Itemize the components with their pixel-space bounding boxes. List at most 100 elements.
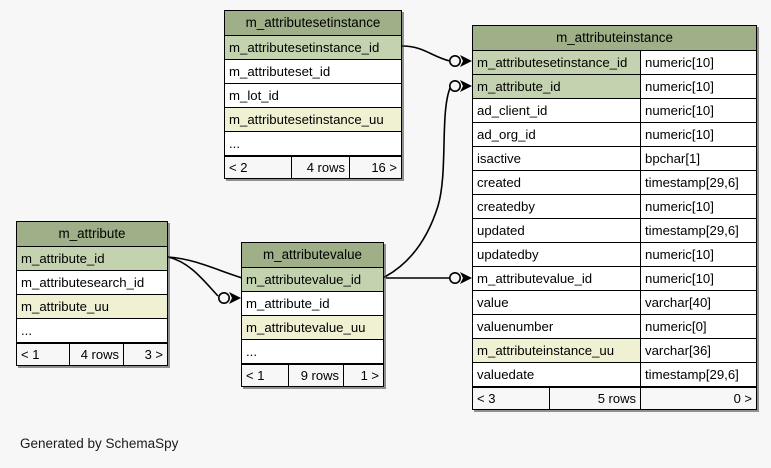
column-row[interactable]: updated timestamp[29,6] (473, 219, 756, 243)
optionality-circle (218, 291, 231, 304)
table-title: m_attributeinstance (473, 26, 756, 51)
column-name: m_attributesearch_id (21, 275, 145, 290)
table-footer: < 3 5 rows 0 > (473, 387, 756, 409)
table-m-attribute[interactable]: m_attribute m_attribute_id m_attributese… (16, 221, 168, 366)
footer-parents-count[interactable]: < 3 (477, 391, 496, 406)
table-footer: < 2 4 rows 16 > (225, 156, 401, 178)
crowsfoot-marker (460, 80, 472, 92)
column-row[interactable]: value varchar[40] (473, 291, 756, 315)
column-name: updated (477, 223, 525, 238)
column-row[interactable]: ad_client_id numeric[10] (473, 99, 756, 123)
column-row[interactable]: m_attributevalue_id numeric[10] (473, 267, 756, 291)
footer-parents-count[interactable]: < 1 (246, 368, 265, 383)
column-type: numeric[10] (640, 267, 756, 290)
column-name: m_attribute_id (246, 296, 330, 311)
column-name: m_attributesetinstance_id (473, 51, 640, 74)
crowsfoot-marker (460, 272, 472, 284)
column-row[interactable]: m_attributesetinstance_id (225, 36, 401, 60)
footer-children-count[interactable]: 16 > (349, 157, 401, 178)
footer-children-count[interactable]: 0 > (640, 388, 756, 409)
column-row[interactable]: m_attribute_id (17, 247, 167, 271)
column-row[interactable]: m_attributesetinstance_id numeric[10] (473, 51, 756, 75)
column-type: timestamp[29,6] (640, 219, 756, 242)
column-name: m_attributesetinstance_uu (225, 108, 401, 131)
column-name: m_attributeset_id (229, 64, 331, 79)
column-row[interactable]: m_attributeinstance_uu varchar[36] (473, 339, 756, 363)
edge-attribute-to-attributevalue (167, 256, 219, 297)
column-name: ... (246, 344, 257, 359)
column-type: numeric[10] (640, 195, 756, 218)
optionality-circle (448, 271, 461, 284)
column-name: m_attributesetinstance_id (225, 36, 401, 59)
table-footer: < 1 4 rows 3 > (17, 343, 167, 365)
column-type: varchar[40] (640, 291, 756, 314)
table-title: m_attribute (17, 222, 167, 247)
column-row[interactable]: created timestamp[29,6] (473, 171, 756, 195)
footer-row-count: 9 rows (288, 365, 343, 386)
column-type: timestamp[29,6] (640, 363, 756, 386)
footer-parents-count[interactable]: < 2 (229, 160, 248, 175)
column-name: isactive (477, 151, 521, 166)
column-row[interactable]: m_attribute_id numeric[10] (473, 75, 756, 99)
column-name: m_attributeinstance_uu (473, 339, 640, 362)
table-title: m_attributevalue (242, 243, 383, 268)
column-type: numeric[10] (640, 99, 756, 122)
column-row[interactable]: m_attributesearch_id (17, 271, 167, 295)
footer-row-count: 4 rows (291, 157, 349, 178)
table-m-attributesetinstance[interactable]: m_attributesetinstance m_attributesetins… (224, 10, 402, 179)
table-m-attributeinstance[interactable]: m_attributeinstance m_attributesetinstan… (472, 25, 757, 410)
column-name: m_attribute_uu (17, 295, 167, 318)
column-type: varchar[36] (640, 339, 756, 362)
column-name: ... (229, 136, 240, 151)
column-row-ellipsis: ... (225, 132, 401, 156)
column-row[interactable]: m_attributevalue_uu (242, 316, 383, 340)
footer-children-count[interactable]: 1 > (343, 365, 383, 386)
column-name: valuenumber (477, 319, 554, 334)
optionality-circle (448, 80, 461, 93)
column-name: value (477, 295, 509, 310)
table-title: m_attributesetinstance (225, 11, 401, 36)
column-type: bpchar[1] (640, 147, 756, 170)
column-type: numeric[10] (640, 123, 756, 146)
column-row[interactable]: m_attribute_id (242, 292, 383, 316)
footer-parents-count[interactable]: < 1 (21, 347, 40, 362)
column-row[interactable]: m_attributevalue_id (242, 268, 383, 292)
column-name: ad_client_id (477, 103, 548, 118)
table-footer: < 1 9 rows 1 > (242, 364, 383, 386)
column-name: m_attributevalue_uu (242, 316, 383, 339)
column-name: m_attributevalue_id (242, 268, 383, 291)
table-m-attributevalue[interactable]: m_attributevalue m_attributevalue_id m_a… (241, 242, 384, 387)
column-row[interactable]: isactive bpchar[1] (473, 147, 756, 171)
crowsfoot-marker (229, 292, 241, 304)
column-row[interactable]: valuedate timestamp[29,6] (473, 363, 756, 387)
footer-children-count[interactable]: 3 > (123, 344, 167, 365)
generated-by-caption: Generated by SchemaSpy (20, 436, 179, 451)
column-type: numeric[0] (640, 315, 756, 338)
footer-row-count: 5 rows (549, 388, 640, 409)
column-name: m_attribute_id (17, 247, 167, 270)
column-type: numeric[10] (640, 243, 756, 266)
column-name: created (477, 175, 521, 190)
column-name: m_attributevalue_id (477, 271, 593, 286)
column-name: ad_org_id (477, 127, 536, 142)
column-row[interactable]: m_attribute_uu (17, 295, 167, 319)
footer-row-count: 4 rows (69, 344, 123, 365)
column-row[interactable]: valuenumber numeric[0] (473, 315, 756, 339)
column-row[interactable]: m_attributeset_id (225, 60, 401, 84)
column-name: valuedate (477, 367, 535, 382)
column-row[interactable]: m_attributesetinstance_uu (225, 108, 401, 132)
column-row[interactable]: m_lot_id (225, 84, 401, 108)
column-name: m_attribute_id (473, 75, 640, 98)
column-name: m_lot_id (229, 88, 279, 103)
column-name: updatedby (477, 247, 539, 262)
column-row-ellipsis: ... (242, 340, 383, 364)
column-name: createdby (477, 199, 535, 214)
edge-attributesetinstance-to-attributeinstance (401, 45, 451, 62)
column-type: numeric[10] (640, 51, 756, 74)
column-type: timestamp[29,6] (640, 171, 756, 194)
column-row[interactable]: updatedby numeric[10] (473, 243, 756, 267)
column-name: ... (21, 323, 32, 338)
column-row[interactable]: createdby numeric[10] (473, 195, 756, 219)
column-row[interactable]: ad_org_id numeric[10] (473, 123, 756, 147)
